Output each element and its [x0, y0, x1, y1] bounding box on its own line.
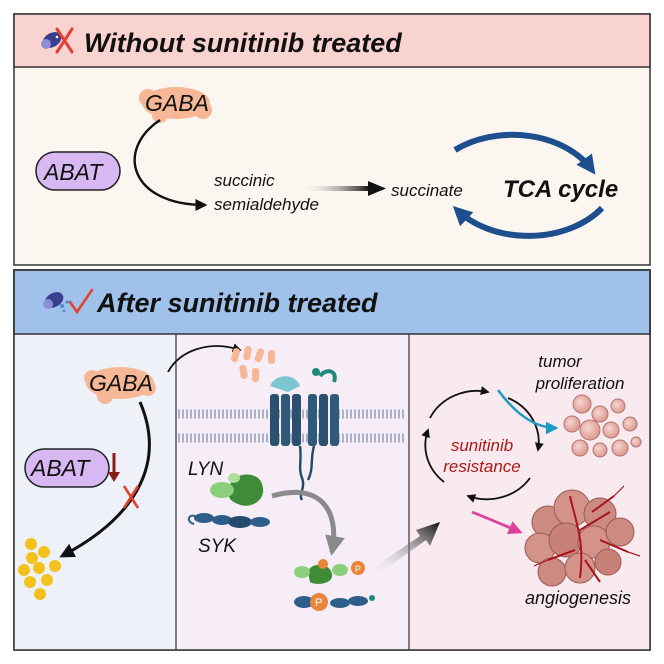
- proliferation-label-line1: tumor: [538, 352, 583, 371]
- pill-check-icon: [43, 288, 94, 315]
- down-arrow-icon: [108, 453, 120, 482]
- syk-to-resistance-arrow: [370, 522, 440, 576]
- gaba-label-top: GABA: [145, 90, 209, 116]
- syk-protein-icon: [187, 513, 270, 528]
- bottom-panel: After sunitinib treated GABA ABAT: [13, 269, 651, 651]
- phosphorylated-syk-icon: P: [294, 593, 375, 611]
- angiogenesis-label: angiogenesis: [525, 588, 631, 608]
- gaba-to-receptor-arrow: [167, 343, 242, 373]
- gaba-label-bottom: GABA: [89, 370, 153, 396]
- tumor-cell-cluster-icon: [563, 394, 642, 458]
- top-panel: Without sunitinib treated GABA ABAT succ…: [13, 13, 651, 266]
- gaba-to-ssa-arrow: [133, 119, 208, 211]
- angiogenesis-tumor-icon: [524, 485, 641, 587]
- ssa-to-succinate-arrow: [298, 186, 370, 191]
- gaba-molecules: [230, 346, 320, 382]
- right-subpanel: [409, 334, 650, 650]
- top-panel-title: Without sunitinib treated: [84, 28, 402, 58]
- gaba-to-product-arrow: [59, 401, 151, 558]
- p-badge-1: P: [355, 564, 361, 574]
- abat-label-top: ABAT: [42, 159, 104, 185]
- gaba-b-receptor-icon: [270, 369, 339, 501]
- p-badge-2: P: [315, 597, 322, 609]
- resistance-label-line2: resistance: [443, 457, 520, 476]
- cross-mark-icon: [122, 485, 140, 509]
- bottom-panel-title: After sunitinib treated: [96, 288, 378, 318]
- syk-label: SYK: [198, 536, 237, 557]
- resistance-label-line1: sunitinib: [451, 436, 513, 455]
- pill-cross-icon: [41, 27, 74, 54]
- resistance-to-angiogenesis-arrow: [471, 510, 523, 535]
- abat-pill-top: [35, 151, 121, 191]
- gaba-accumulation-dots: [18, 538, 61, 600]
- lyn-label: LYN: [188, 459, 223, 480]
- ssa-label-line1: succinic: [214, 171, 275, 190]
- abat-label-bottom: ABAT: [29, 455, 91, 481]
- gaba-cloud: [139, 87, 212, 123]
- resistance-to-proliferation-arrow: [496, 389, 559, 435]
- lyn-protein-icon: [210, 473, 264, 506]
- phosphorylated-lyn-icon: P: [294, 559, 365, 584]
- abat-pill-bottom: [24, 448, 110, 488]
- top-panel-header: [13, 13, 651, 68]
- succinate-label: succinate: [391, 181, 463, 200]
- gaba-cloud-bottom: [84, 367, 156, 404]
- lyn-to-syk-activation-arrow: [271, 489, 345, 556]
- ssa-label-line2: semialdehyde: [214, 195, 319, 214]
- tca-cycle-arrows: [452, 131, 605, 239]
- tca-cycle-label: TCA cycle: [503, 176, 618, 203]
- proliferation-label-line2: proliferation: [535, 374, 625, 393]
- resistance-cycle-arrows: [421, 386, 544, 503]
